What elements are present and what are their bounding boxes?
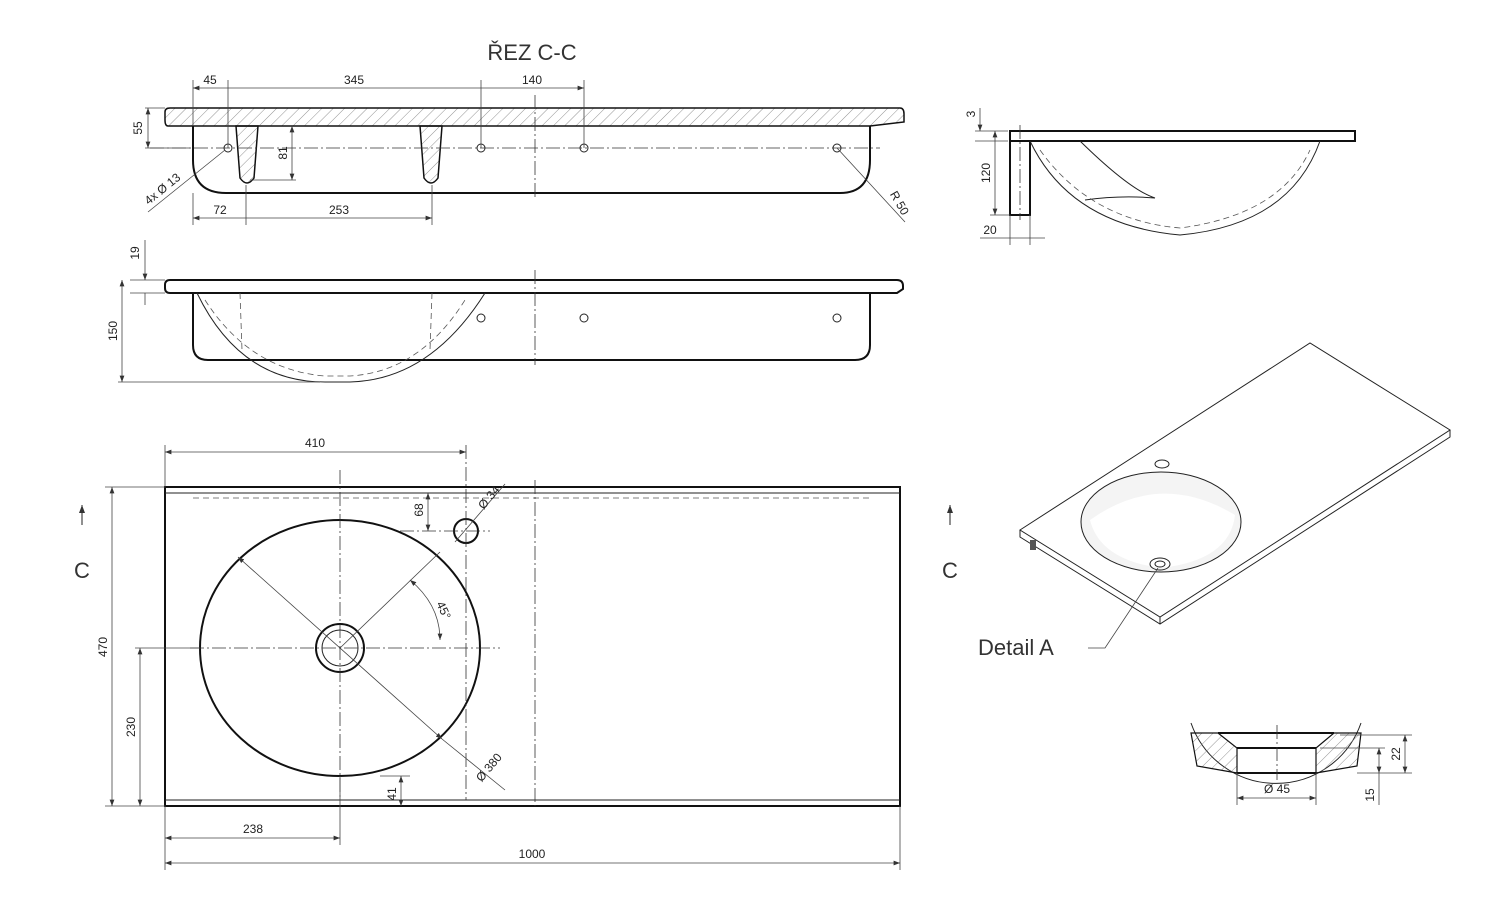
- detail-a-label: Detail A: [978, 635, 1054, 660]
- dim-radius: R 50: [887, 189, 912, 218]
- dim-55: 55: [131, 121, 145, 135]
- fin-left: [235, 125, 259, 184]
- dim-120: 120: [979, 163, 993, 183]
- dim-150: 150: [106, 321, 120, 341]
- dim-470: 470: [96, 637, 110, 657]
- section-mark-right: C: [942, 558, 958, 583]
- front-view: 19 150: [106, 240, 904, 383]
- dim-45: 45: [203, 73, 217, 87]
- isometric-view: Detail A: [978, 342, 1451, 660]
- dim-drain-diameter: Ø 45: [1264, 782, 1290, 796]
- mount-hole: [832, 143, 842, 153]
- dim-140: 140: [522, 73, 542, 87]
- dim-22: 22: [1389, 747, 1403, 761]
- iso-drain: [1149, 557, 1171, 571]
- fin-right: [419, 125, 443, 184]
- detail-a: Ø 45 22 15: [1190, 722, 1412, 805]
- plan-view: 45° Ø 380 Ø 34 410 68 470 230 41 238 100…: [74, 436, 958, 870]
- dim-410: 410: [305, 436, 325, 450]
- section-mark-left: C: [74, 558, 90, 583]
- dim-253: 253: [329, 203, 349, 217]
- dim-41: 41: [385, 787, 399, 801]
- side-view: 3 120 20: [964, 108, 1356, 245]
- dim-19: 19: [128, 246, 142, 260]
- dim-68: 68: [412, 503, 426, 517]
- dim-230: 230: [124, 717, 138, 737]
- iso-tap-hole: [1154, 459, 1170, 469]
- dim-3: 3: [964, 110, 978, 117]
- dim-72: 72: [213, 203, 227, 217]
- dim-238: 238: [243, 822, 263, 836]
- dim-81: 81: [276, 146, 290, 160]
- section-view: ŘEZ C-C 45 345 140 55 81 72 253 4x Ø 13 …: [131, 40, 912, 225]
- dim-20: 20: [983, 223, 997, 237]
- section-title: ŘEZ C-C: [487, 40, 576, 65]
- dim-15: 15: [1363, 788, 1377, 802]
- dim-1000: 1000: [519, 847, 546, 861]
- dim-345: 345: [344, 73, 364, 87]
- dim-bowl-diameter: Ø 380: [473, 750, 505, 784]
- apron-outline: [192, 126, 871, 194]
- countertop-section: [164, 107, 905, 127]
